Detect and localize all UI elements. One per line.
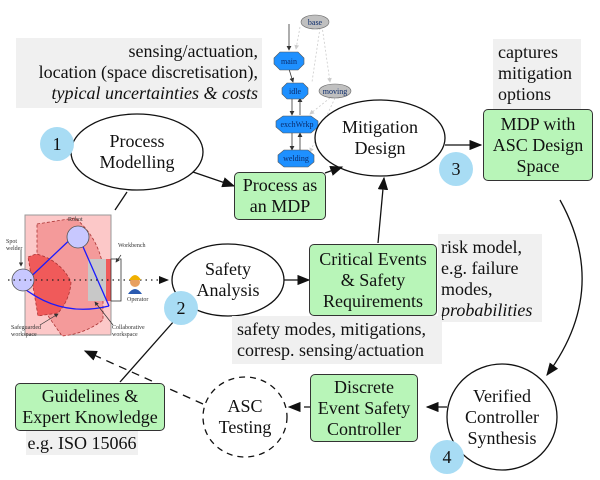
workcell-label-operator: Operator bbox=[127, 297, 149, 303]
mdp-state-exchwrkp: exchWrkp bbox=[280, 120, 314, 129]
robot-circle bbox=[66, 225, 90, 249]
step-badge-1: 1 bbox=[40, 127, 74, 161]
note-risk-model: risk model, e.g. failure modes, probabil… bbox=[438, 234, 542, 322]
note-captures-mitigation: captures mitigation options bbox=[493, 39, 581, 109]
edge-modelling-to-mdp bbox=[192, 171, 236, 188]
mdp-state-base-shape bbox=[300, 14, 330, 30]
note-safety-modes: safety modes, mitigations, corresp. sens… bbox=[232, 316, 442, 364]
mdp-state-idle: idle bbox=[289, 86, 301, 96]
edge-guidelines-to-safety bbox=[119, 311, 183, 383]
step-badge-3: 3 bbox=[439, 152, 473, 186]
workcell-label-robot: Robot bbox=[68, 217, 83, 223]
edge-workcell-to-modelling bbox=[114, 191, 128, 211]
mdp-state-main: main bbox=[281, 56, 297, 66]
mdp-state-moving: moving bbox=[322, 86, 348, 96]
note-modelling-inputs: sensing/actuation, location (space discr… bbox=[16, 38, 262, 108]
asc-testing-shape bbox=[202, 376, 288, 458]
workcell-label-spot-welder: Spot welder bbox=[6, 239, 23, 252]
operator-icon bbox=[128, 275, 142, 294]
edge-mdp-to-mitigation bbox=[324, 165, 344, 176]
workcell-label-safeguarded: Safeguarded workspace bbox=[11, 325, 41, 338]
mdp-state-welding: welding bbox=[283, 154, 309, 163]
spot-welder-circle bbox=[11, 268, 35, 292]
verified-controller-synthesis-shape bbox=[446, 363, 558, 471]
workcell-label-collaborative: Collaborative workspace bbox=[112, 325, 145, 338]
mdp-state-moving-shape bbox=[318, 83, 352, 99]
mdp-state-exchwrkp-shape bbox=[275, 115, 319, 134]
workcell-label-workbench: Workbench bbox=[118, 243, 146, 249]
edge-critical-to-mitigation bbox=[377, 176, 389, 244]
mitigation-design-shape bbox=[314, 99, 446, 177]
workcell-illustration bbox=[8, 214, 169, 337]
note-iso-standard: e.g. ISO 15066 bbox=[26, 431, 138, 455]
mdp-state-base: base bbox=[307, 17, 323, 27]
mdp-state-main-shape bbox=[273, 51, 305, 71]
step-badge-4: 4 bbox=[430, 440, 464, 474]
mdp-state-idle-shape bbox=[281, 82, 309, 100]
mdp-graph bbox=[273, 14, 352, 168]
mdp-state-welding-shape bbox=[277, 149, 315, 168]
edge-asc-mdp-to-synthesis bbox=[546, 199, 583, 377]
edge-testing-to-workcell bbox=[83, 350, 204, 405]
box-guidelines-expert-knowledge[interactable]: Guidelines &Expert Knowledge bbox=[15, 383, 165, 431]
step-badge-2: 2 bbox=[164, 291, 198, 325]
